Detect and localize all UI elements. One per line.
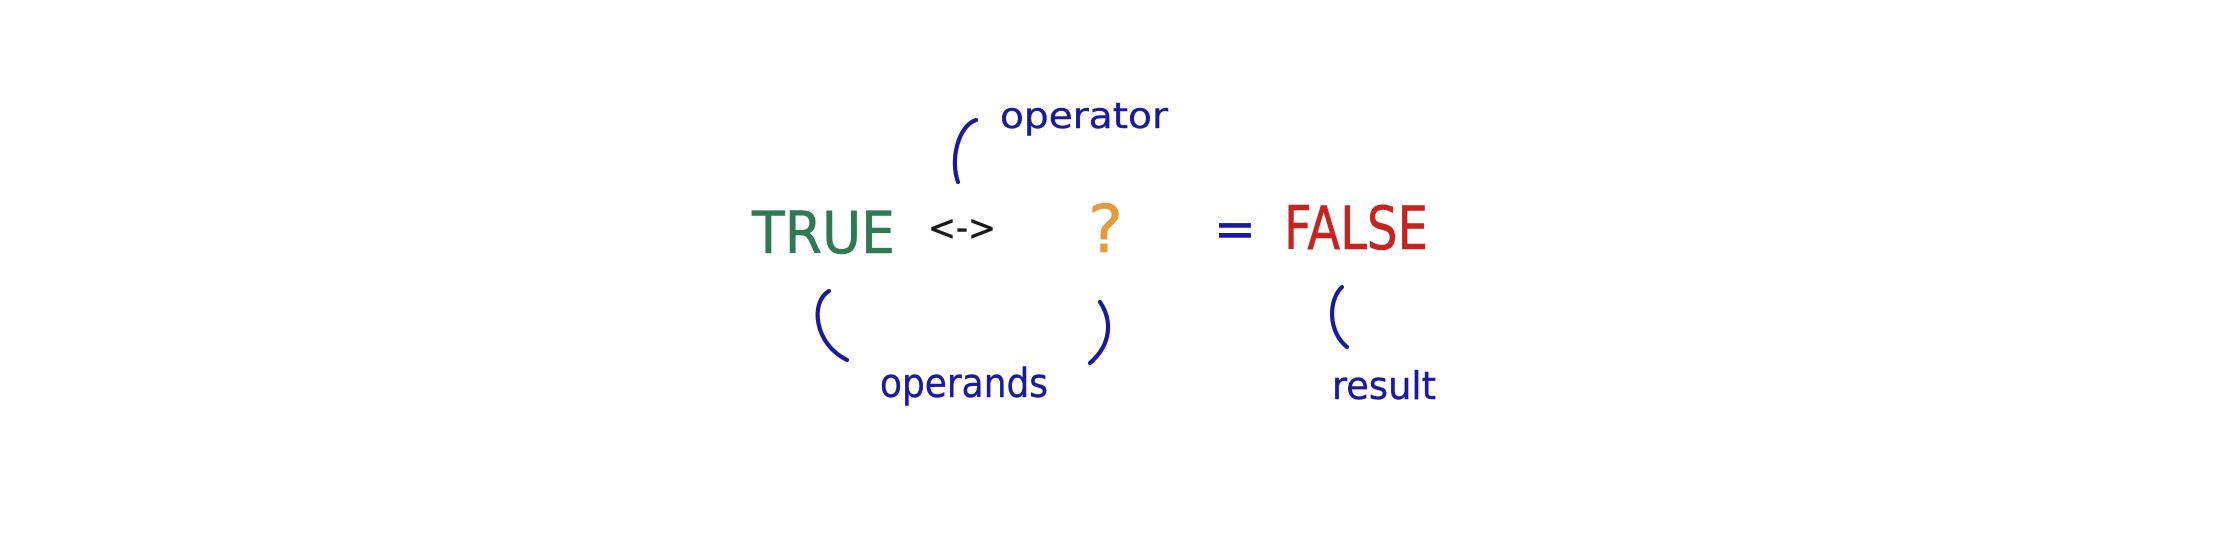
result-label: result [1332,364,1436,408]
operands-label: operands [880,361,1048,407]
operator-bracket [952,117,979,185]
result-false: FALSE [1284,194,1428,264]
result-bracket [1329,284,1350,350]
left-operand-true: TRUE [751,199,895,267]
operator-label: operator [1000,96,1168,137]
right-operand-unknown: ? [1088,191,1123,268]
equals-sign: = [1214,200,1256,258]
operator-symbol: <-> [928,208,996,249]
operands-bracket-right [1087,299,1111,366]
operands-bracket-left [815,288,850,363]
